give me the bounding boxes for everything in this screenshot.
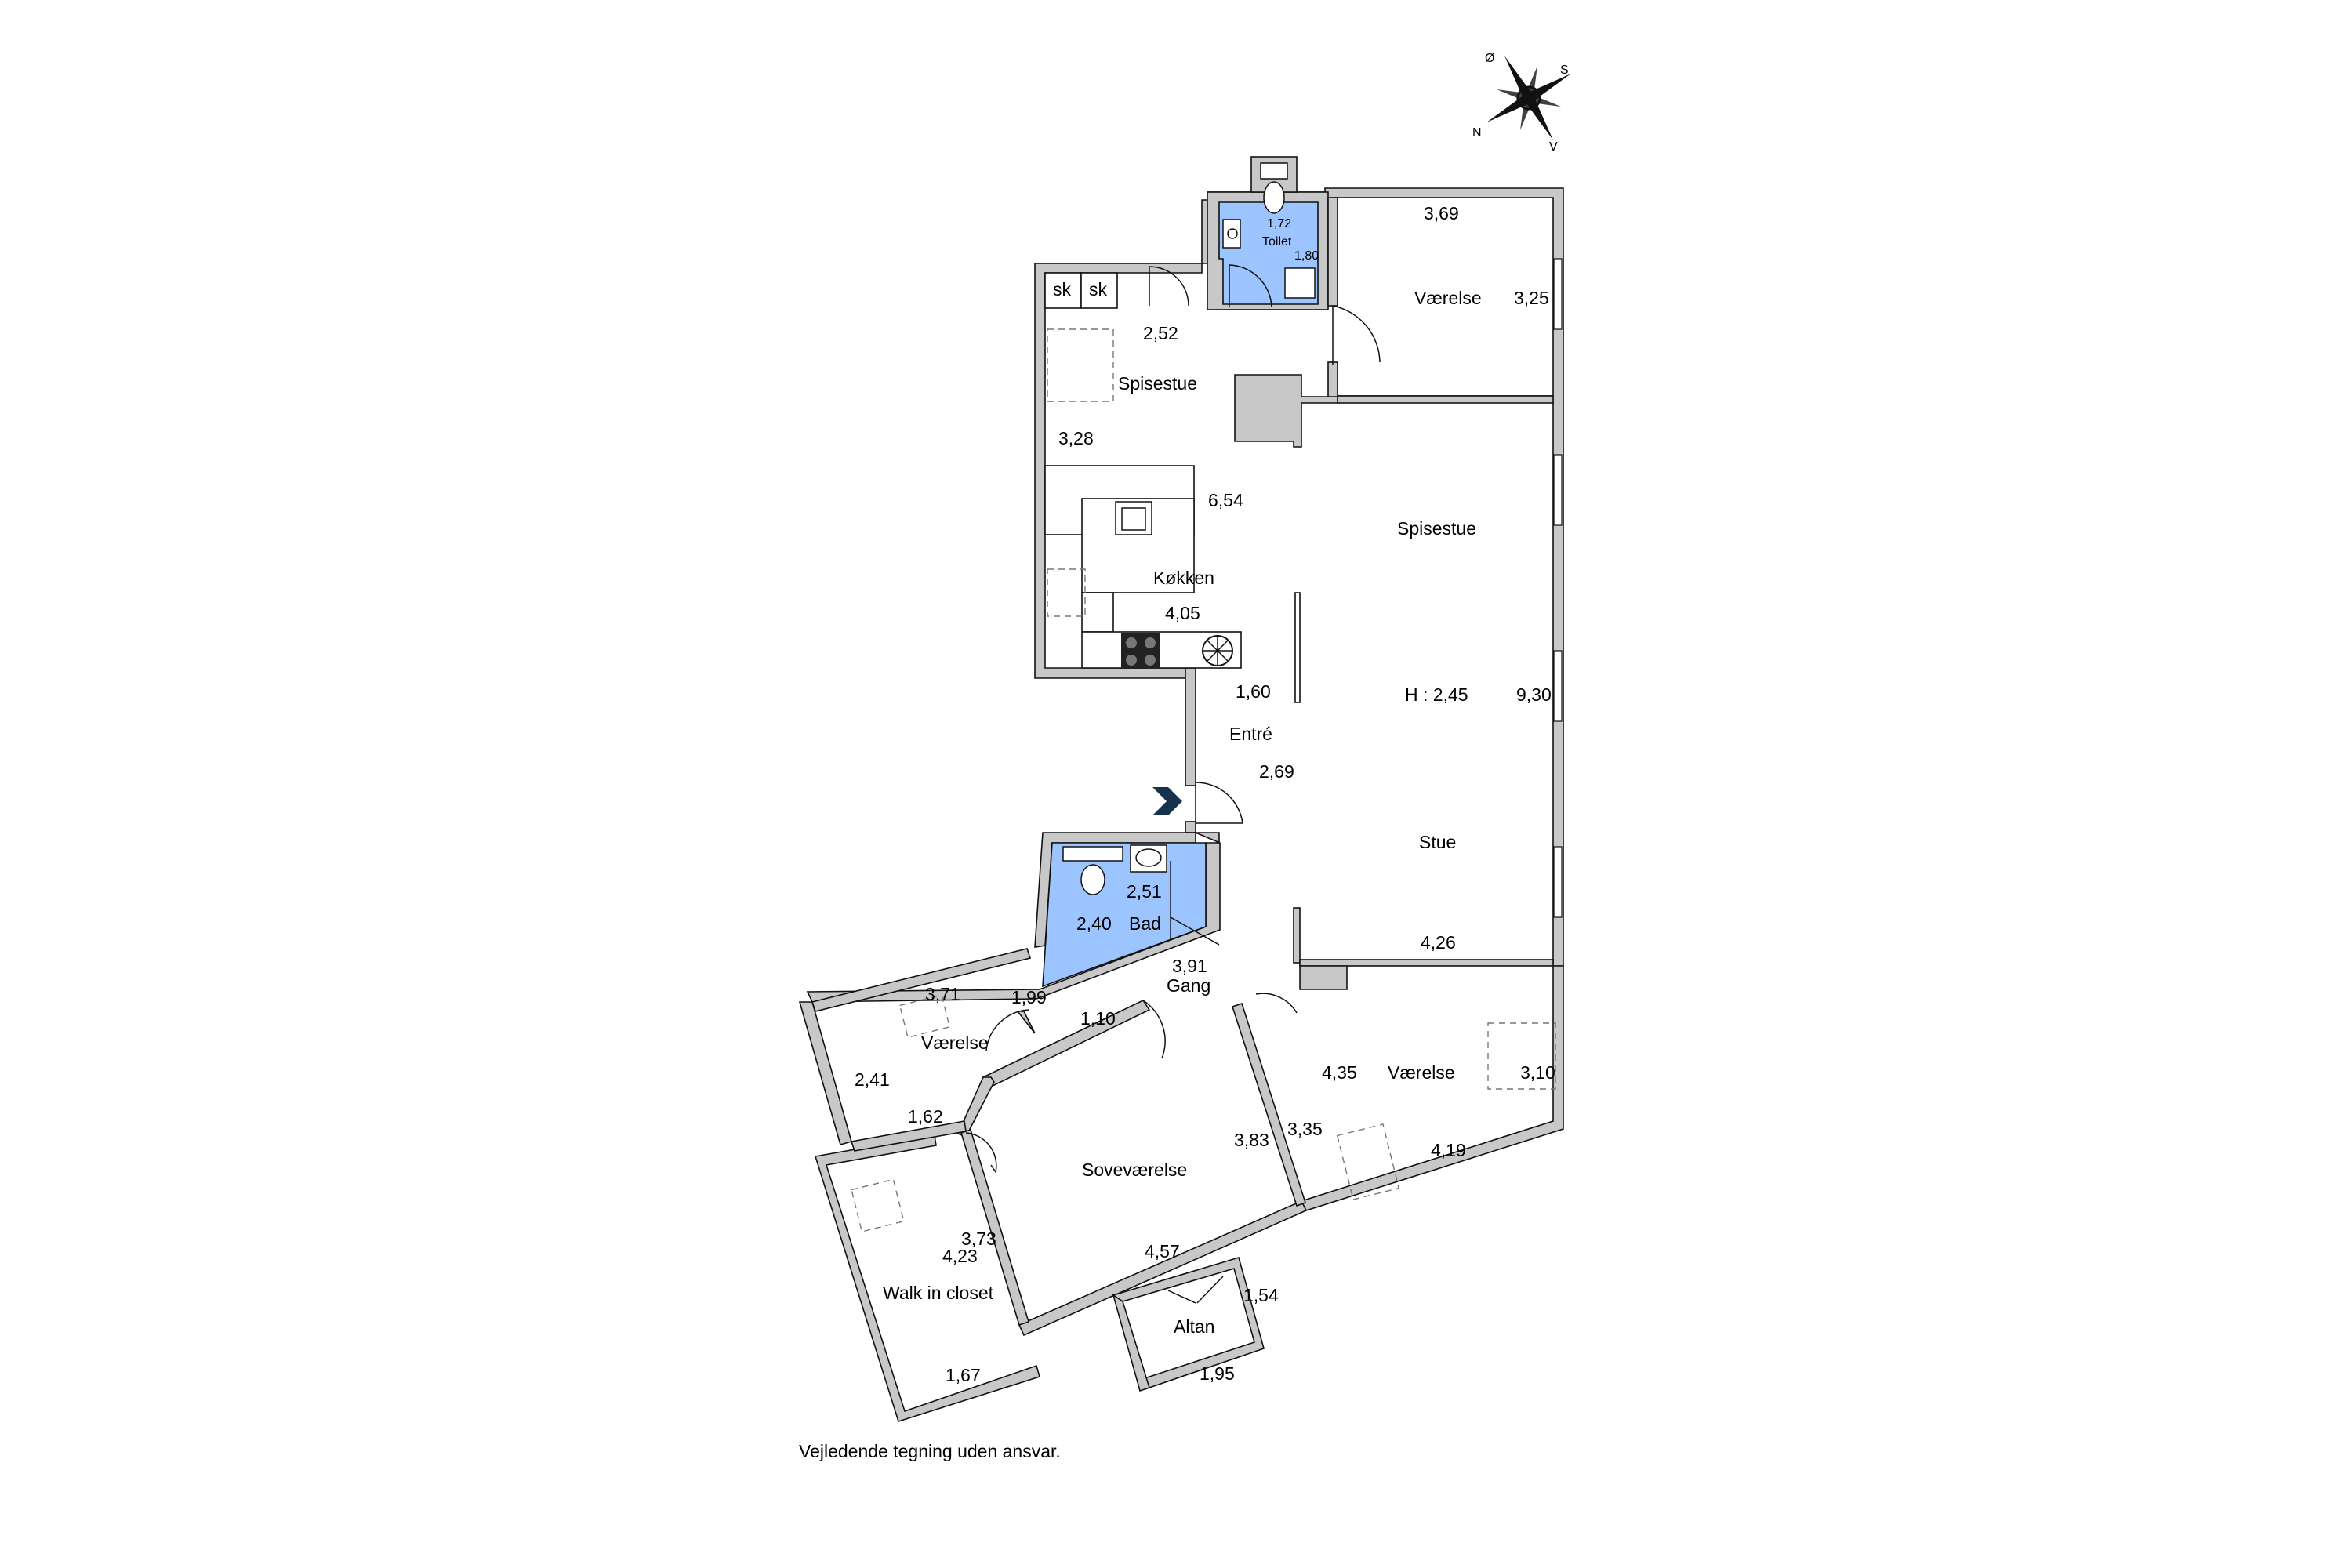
bad-room	[1042, 842, 1220, 988]
doors	[965, 266, 1381, 1174]
sovevaerelse-dim-2: 3,73	[961, 1229, 996, 1249]
vaerelse-ne-dim-2: 3,25	[1514, 288, 1549, 308]
disclaimer-text: Vejledende tegning uden ansvar.	[799, 1441, 1061, 1461]
sovevaerelse-dim-3: 4,57	[1145, 1241, 1180, 1261]
stue-height: H : 2,45	[1405, 684, 1468, 705]
cabinet-sk-2: sk	[1089, 279, 1108, 299]
sovevaerelse-name: Soveværelse	[1082, 1160, 1187, 1180]
room-labels: 1,72 Toilet 1,80 3,69 Værelse 3,25 sk sk…	[855, 203, 1555, 1385]
spisestue-top-dim-1: 2,52	[1143, 323, 1178, 343]
vaerelse-ne-name: Værelse	[1414, 288, 1482, 308]
walk-in-dim-2: 1,67	[946, 1365, 981, 1385]
stue-dim-2: 4,26	[1421, 932, 1456, 953]
vaerelse-w-dim-4: 1,62	[908, 1106, 943, 1127]
vaerelse-w-dim-3: 2,41	[855, 1069, 890, 1090]
altan-dim-1: 1,54	[1243, 1285, 1279, 1305]
sovevaerelse-dim-1: 3,83	[1234, 1130, 1269, 1150]
toilet-room	[1207, 156, 1329, 310]
entry-arrow-icon	[1152, 787, 1182, 815]
compass-label-v: V	[1549, 140, 1558, 154]
entre-name: Entré	[1229, 724, 1272, 744]
altan-name: Altan	[1174, 1316, 1214, 1337]
compass-label-o: Ø	[1485, 52, 1494, 65]
vaerelse-se-dim-4: 4,19	[1431, 1140, 1466, 1160]
toilet-name: Toilet	[1262, 235, 1292, 249]
gang-dim-1: 3,91	[1172, 956, 1207, 976]
vaerelse-se-dim-2: 3,10	[1520, 1062, 1555, 1083]
outer-walls	[798, 187, 1564, 1423]
bad-dim-2: 2,40	[1076, 913, 1112, 934]
bad-dim-1: 2,51	[1127, 881, 1162, 902]
vaerelse-w-name: Værelse	[921, 1033, 989, 1053]
gang-dim-2: 1,10	[1080, 1008, 1116, 1029]
gang-name: Gang	[1167, 975, 1210, 996]
compass-label-n: N	[1472, 126, 1482, 140]
walk-in-name: Walk in closet	[883, 1283, 994, 1303]
bad-name: Bad	[1129, 913, 1161, 934]
vaerelse-w-dim-1: 3,71	[925, 984, 960, 1004]
altan	[1112, 1256, 1265, 1392]
entre-dim-2: 2,69	[1259, 761, 1294, 782]
vaerelse-se-name: Værelse	[1388, 1062, 1455, 1083]
koekken-name: Køkken	[1153, 568, 1214, 588]
spisestue-top-dim-3: 6,54	[1208, 490, 1243, 510]
interior-walls	[811, 197, 1556, 1327]
walk-in-dim-1: 4,23	[942, 1246, 978, 1266]
spisestue-big-name: Spisestue	[1397, 518, 1476, 539]
compass-rose: Ø S N V	[1472, 52, 1571, 154]
vaerelse-w-dim-2: 1,99	[1011, 987, 1047, 1007]
koekken-dim-1: 4,05	[1165, 603, 1200, 623]
toilet-dim-2: 1,80	[1294, 249, 1319, 263]
altan-dim-2: 1,95	[1200, 1363, 1235, 1384]
spisestue-top-dim-2: 3,28	[1058, 428, 1094, 448]
spisestue-top-name: Spisestue	[1118, 373, 1197, 394]
stue-name: Stue	[1419, 832, 1456, 852]
vaerelse-ne-dim-1: 3,69	[1424, 203, 1459, 223]
toilet-dim-1: 1,72	[1267, 217, 1291, 230]
stue-dim-1: 9,30	[1516, 684, 1552, 705]
vaerelse-se-dim-3: 3,35	[1287, 1119, 1323, 1139]
windows	[1553, 258, 1563, 918]
cabinet-sk-1: sk	[1053, 279, 1072, 299]
compass-label-s: S	[1560, 64, 1569, 77]
entre-dim-1: 1,60	[1236, 681, 1271, 702]
vaerelse-se-dim-1: 4,35	[1322, 1062, 1357, 1083]
